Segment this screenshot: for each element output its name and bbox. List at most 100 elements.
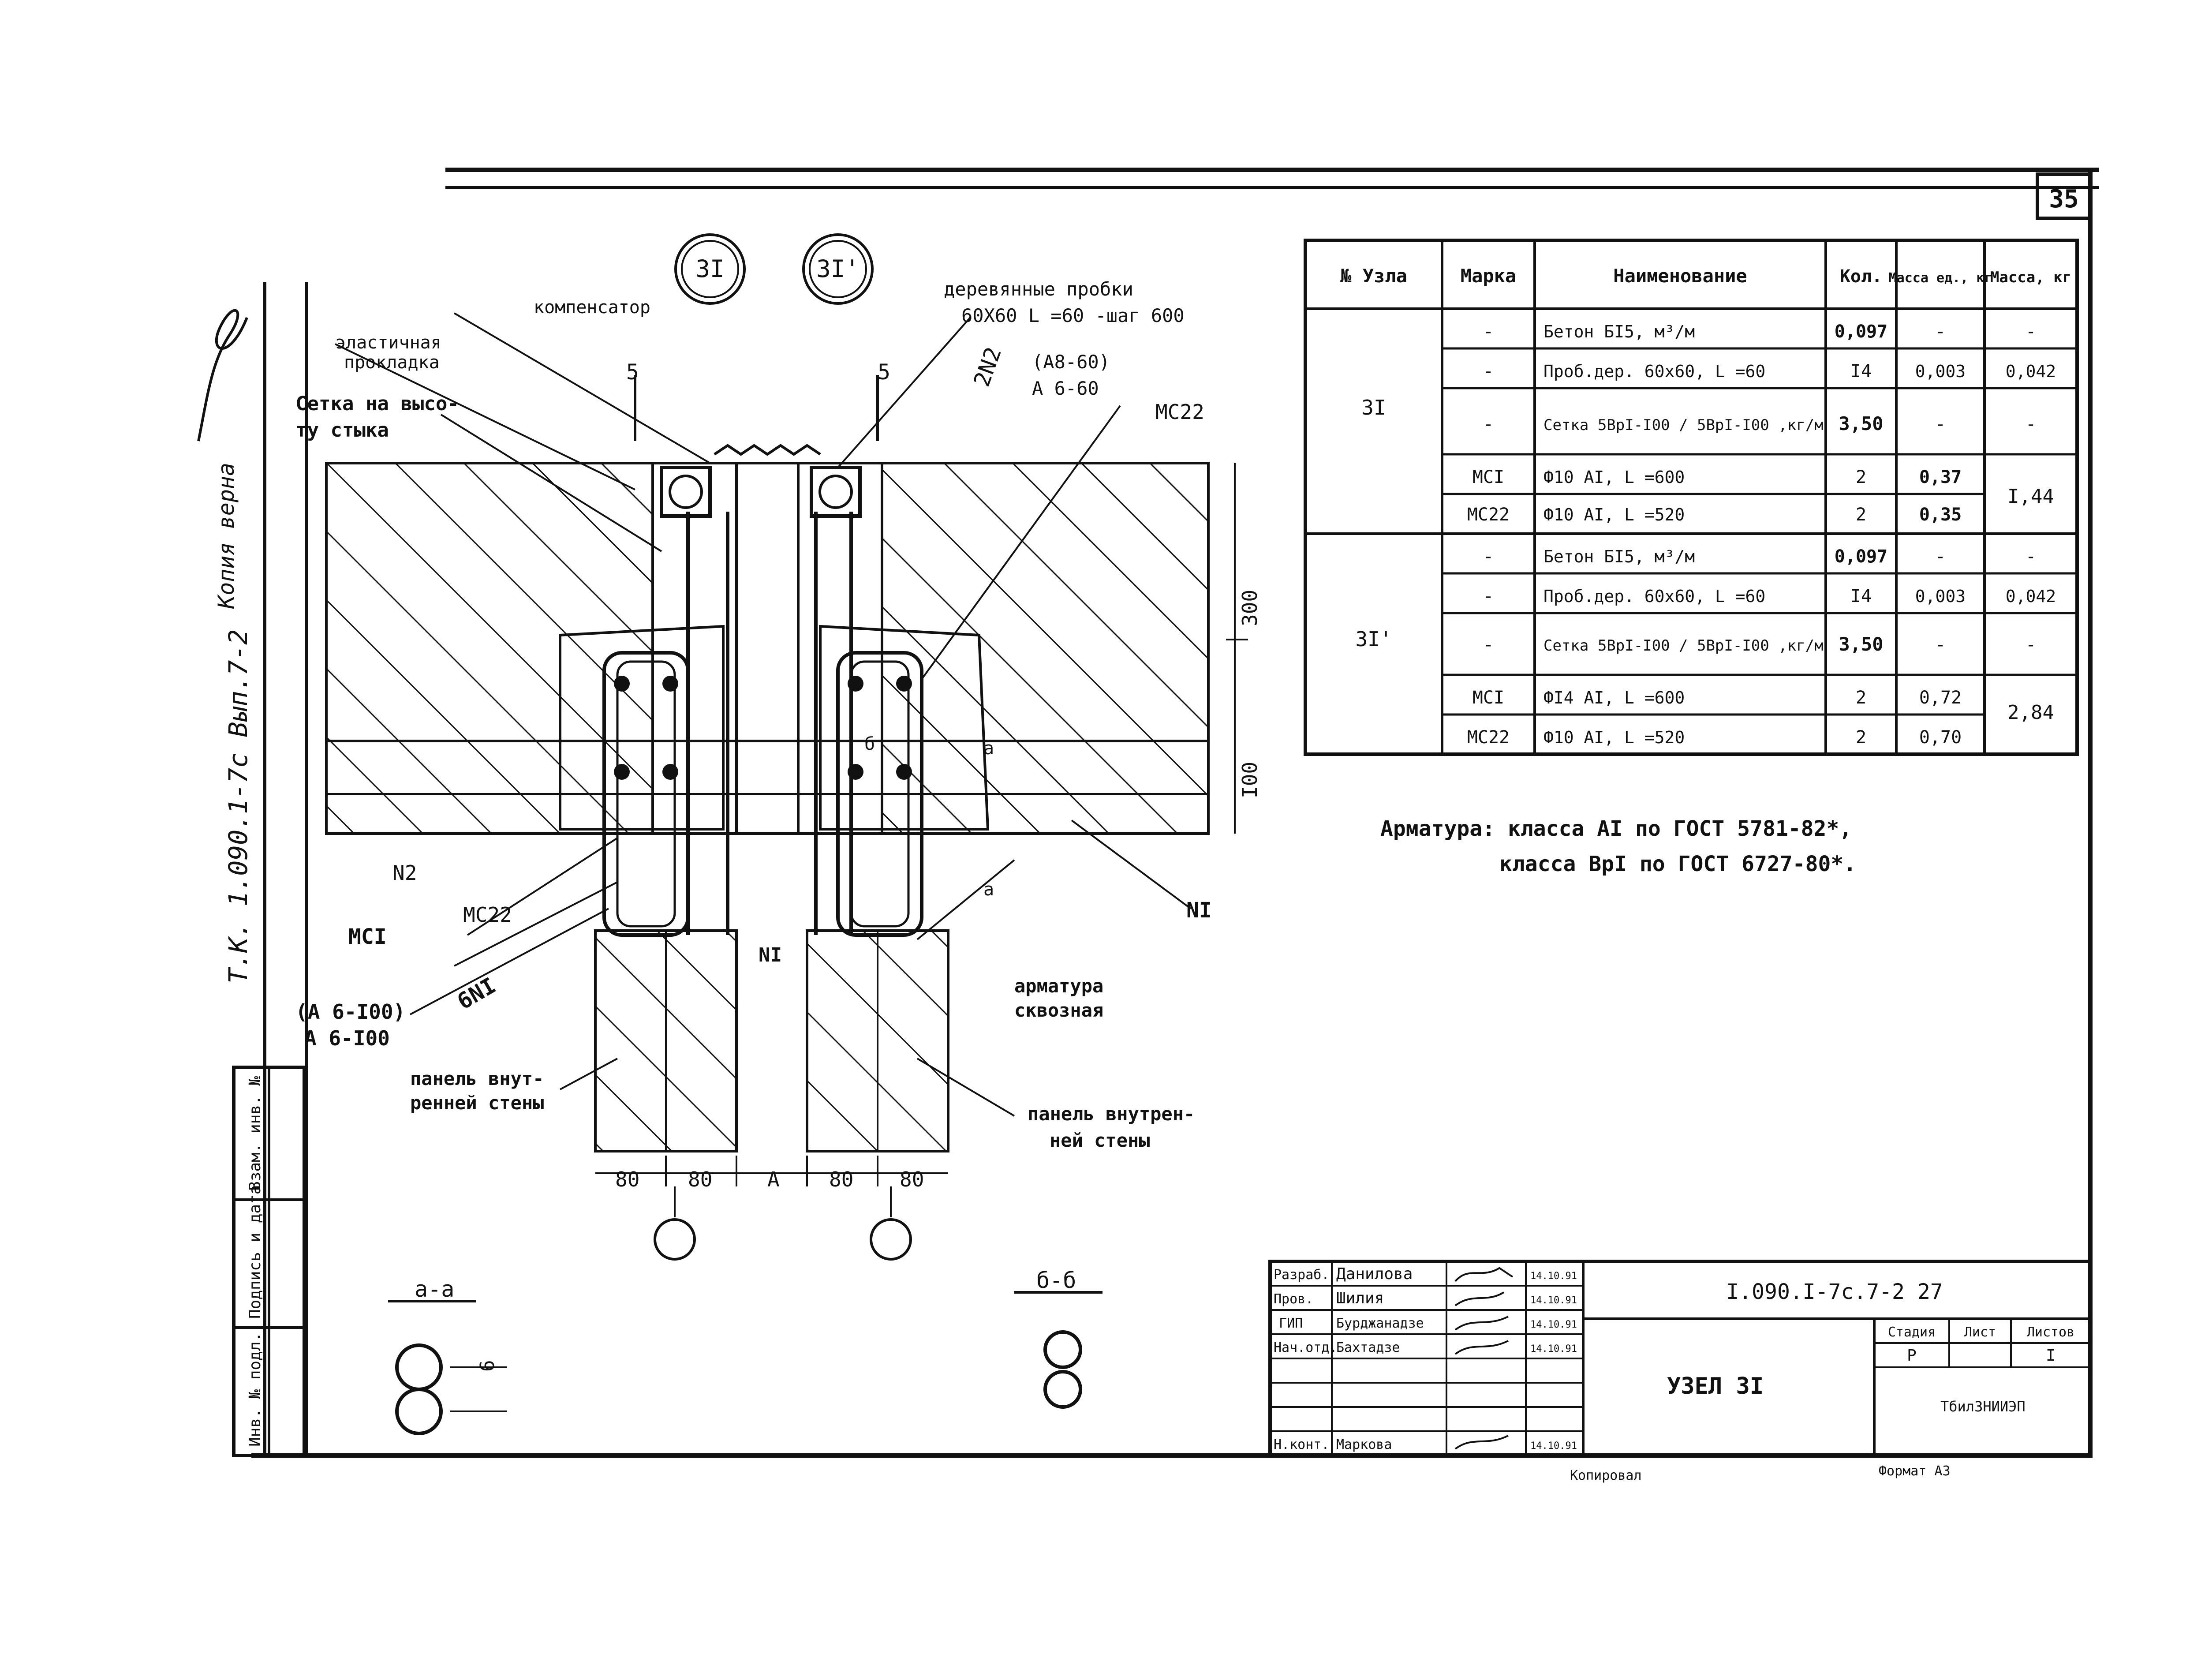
node-cell: 3I' [1355,627,1392,651]
inv-number-label: Инв. № подл. [246,1332,264,1447]
svg-text:0,097: 0,097 [1835,546,1887,567]
svg-text:-: - [2026,414,2036,434]
svg-text:-: - [1935,322,1946,342]
section-aa-label: а-а [415,1276,454,1302]
panel-left-label-1: панель внут- [410,1068,544,1089]
spec-table-header: № Узла Марка Наименование Кол. Масса ед.… [1340,265,2071,287]
dim-80-1: 80 [615,1167,639,1191]
svg-text:Нач.отд.: Нач.отд. [1274,1340,1338,1355]
title-block-names: Данилова Шилия Бурджанадзе Бахтадзе Марк… [1336,1265,1424,1452]
section-six-label: 6 [476,1360,499,1372]
svg-text:-: - [2026,322,2036,342]
svg-text:Сетка 5ВрI-I00 / 5ВрI-I00 ,кг/: Сетка 5ВрI-I00 / 5ВрI-I00 ,кг/м [1544,416,1824,434]
organization: ТбилЗНИИЭП [1940,1398,2026,1415]
dim-a: А [767,1167,780,1191]
spec-group-2: 3I' - Бетон БI5, м³/м 0,097 - - - Проб.д… [1355,546,2056,748]
svg-text:МС22: МС22 [1467,505,1510,525]
sheet-number: 35 [2049,185,2078,213]
cut-mark-5-right: 5 [878,360,890,385]
section-bb-label: б-б [1036,1268,1076,1293]
elastic-label-2: прокладка [344,352,440,373]
svg-text:I,44: I,44 [2007,485,2054,508]
svg-text:-: - [2026,635,2036,655]
th-name: Наименование [1613,265,1747,287]
svg-text:0,37: 0,37 [1919,467,1962,487]
cut-b-center: б [864,734,875,754]
svg-text:14.10.91: 14.10.91 [1530,1319,1577,1330]
sheet-label: Лист [1964,1325,1996,1340]
svg-text:2: 2 [1856,688,1866,708]
svg-text:МСI: МСI [1472,467,1504,487]
svg-text:14.10.91: 14.10.91 [1530,1271,1577,1282]
svg-text:I4: I4 [1850,361,1872,382]
node-cell: 3I [1361,396,1386,419]
mark-mc22-top: МС22 [1155,400,1204,424]
svg-text:I4: I4 [1850,586,1872,606]
svg-text:Данилова: Данилова [1336,1265,1413,1283]
svg-text:0,097: 0,097 [1835,322,1887,342]
mark-n1-center: NI [759,944,782,966]
svg-text:-: - [2026,546,2036,567]
small-sections [388,1291,1102,1435]
svg-text:ФI4 АI, L =600: ФI4 АI, L =600 [1544,688,1685,707]
th-mark: Марка [1461,265,1516,287]
svg-text:Н.конт.: Н.конт. [1274,1437,1329,1452]
mark-2n2: 2N2 [969,344,1006,390]
dimensions: 300 I00 80 80 А 80 80 [615,590,1262,1191]
svg-text:-: - [1483,414,1494,434]
svg-text:-: - [1935,546,1946,567]
mark-n1-right: NI [1186,898,1212,923]
cut-a-top: а [983,738,994,759]
th-mass: Масса, кг [1990,269,2071,286]
th-qty: Кол. [1840,266,1882,287]
copy-note: Копия верна [213,463,239,609]
svg-text:0,003: 0,003 [1915,362,1966,381]
mark-a6-100: А 6-I00 [304,1026,390,1050]
rebar-label-1: арматура [1014,975,1103,997]
mesh-label-2: ту стыка [295,419,389,442]
title-block-grid [1268,1260,2092,1457]
panel-right-label-2: ней стены [1050,1130,1150,1151]
document-code: I.090.I-7с.7-2 27 [1726,1280,1943,1304]
svg-text:ГИП: ГИП [1279,1316,1303,1331]
svg-text:0,003: 0,003 [1915,587,1966,606]
spec-group-1: 3I - Бетон БI5, м³/м 0,097 - - - Проб.де… [1361,322,2056,525]
svg-text:2,84: 2,84 [2007,701,2054,724]
wood-plugs-label-1: деревянные пробки [944,278,1133,300]
svg-text:2: 2 [1856,727,1866,748]
replace-inv-label: Взам. инв. № [246,1076,264,1191]
note-line-1: Арматура: класса АI по ГОСТ 5781-82*, [1380,816,1852,841]
svg-text:0,042: 0,042 [2006,587,2056,606]
side-stamp: Т.К. 1.090.1-7с Вып.7-2 [223,629,253,984]
copied-by-note: Копировал [1570,1468,1642,1483]
mark-a6-100-paren: (А 6-I00) [295,1000,405,1024]
node-mark-3I: 3I [695,255,724,283]
cut-mark-5-left: 5 [626,360,639,385]
title-block-roles: Разраб. Пров. ГИП Нач.отд. Н.конт. [1274,1267,1338,1452]
node-marks [674,233,874,305]
sheets-label: Листов [2027,1325,2074,1340]
svg-text:0,72: 0,72 [1919,688,1962,708]
node-mark-3I-prime: 3I' [816,255,860,283]
sheets-value: I [2046,1347,2056,1365]
svg-text:Шилия: Шилия [1336,1289,1384,1307]
svg-text:Бетон БI5, м³/м: Бетон БI5, м³/м [1544,322,1695,341]
signature-mark [197,309,248,442]
svg-text:Пров.: Пров. [1274,1291,1313,1307]
svg-text:14.10.91: 14.10.91 [1530,1295,1577,1306]
mark-mc22-left: МС22 [463,903,512,927]
elastic-label-1: эластичная [335,333,441,353]
svg-text:3,50: 3,50 [1839,633,1883,655]
svg-text:Разраб.: Разраб. [1274,1267,1329,1283]
svg-text:Проб.дер. 60х60, L =60: Проб.дер. 60х60, L =60 [1544,587,1765,606]
svg-text:МСI: МСI [1472,688,1504,708]
mesh-label-1: Сетка на высо- [295,393,459,415]
svg-text:Бахтадзе: Бахтадзе [1336,1340,1400,1355]
mark-mc1: МСI [348,924,387,949]
panel-left-label-2: ренней стены [410,1092,544,1114]
mark-a6-60: А 6-60 [1032,378,1099,399]
svg-text:-: - [1483,635,1494,655]
svg-text:Маркова: Маркова [1336,1437,1392,1452]
th-node: № Узла [1340,265,1407,287]
